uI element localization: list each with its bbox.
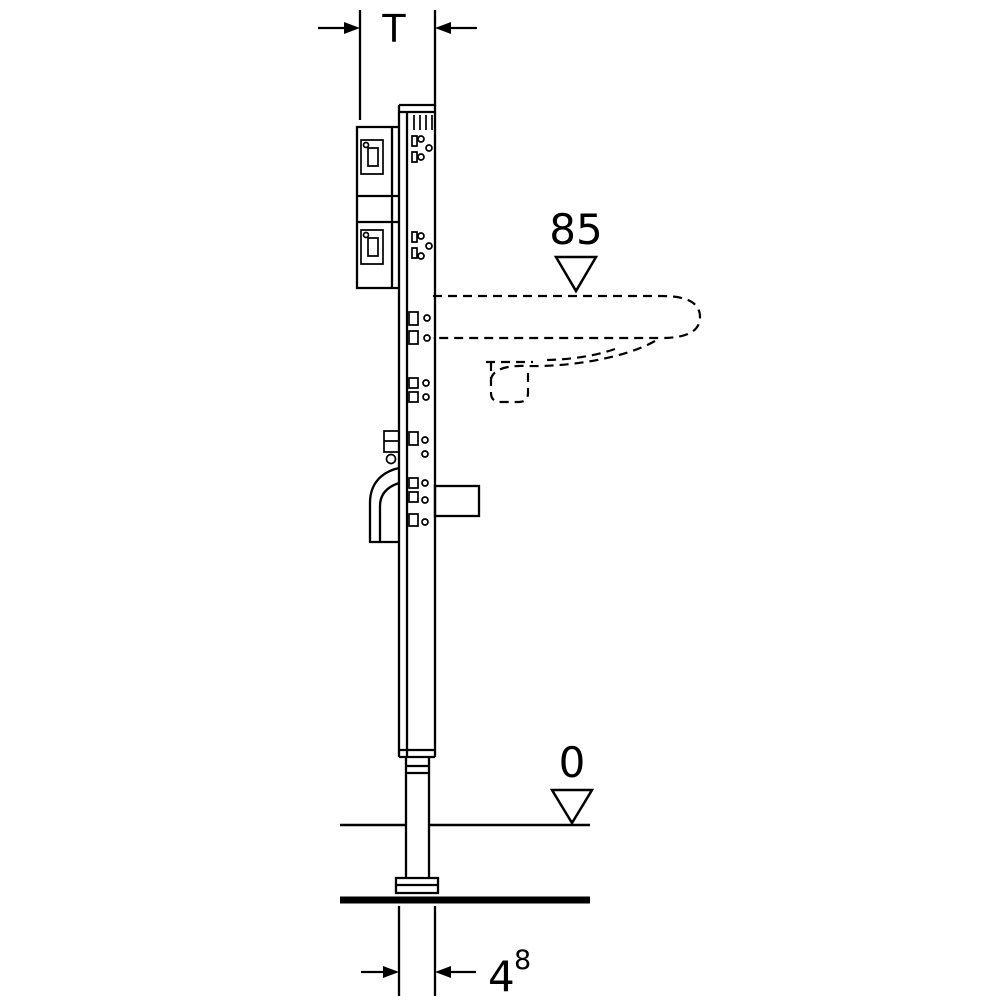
foot-plate bbox=[394, 876, 440, 895]
drain-outlet-stub bbox=[433, 484, 481, 518]
arrowhead-icon bbox=[435, 22, 451, 34]
bottom-dimension-label: 4 bbox=[488, 952, 515, 1000]
basin-trap bbox=[486, 360, 533, 404]
washbasin-outline bbox=[433, 294, 702, 404]
drain-elbow bbox=[368, 430, 481, 544]
bracket-box-lower bbox=[360, 229, 384, 265]
bottom-dimension: 4 8 bbox=[361, 906, 531, 1000]
top-dimension-label: T bbox=[381, 7, 406, 51]
clamp-bolt-icon bbox=[385, 453, 397, 465]
foot-tube bbox=[404, 757, 431, 878]
basin-rim bbox=[433, 294, 702, 340]
rail-top-slots bbox=[413, 115, 433, 130]
foot-assembly bbox=[394, 757, 440, 895]
top-dimension-lines bbox=[318, 10, 477, 120]
top-dimension: T bbox=[318, 7, 477, 120]
bottom-dimension-lines bbox=[361, 906, 476, 996]
elbow-outline bbox=[368, 466, 400, 544]
rail-details-mid bbox=[408, 377, 430, 403]
height-datum-85: 85 bbox=[549, 205, 603, 294]
rail-details-second bbox=[411, 231, 433, 260]
floor-datum-label: 0 bbox=[559, 738, 586, 787]
mounting-rail bbox=[397, 103, 437, 759]
elbow-clamp bbox=[383, 430, 400, 453]
rail-bracket-detail bbox=[421, 450, 429, 458]
arrowhead-icon bbox=[383, 966, 399, 978]
height-datum-label: 85 bbox=[549, 205, 602, 254]
bottom-dimension-superscript: 8 bbox=[514, 945, 531, 976]
basin-bowl-curve bbox=[489, 340, 656, 380]
rail-bracket-detail bbox=[408, 431, 419, 446]
basin-bowl-inner-curve bbox=[542, 347, 616, 362]
rail-fixing-point bbox=[408, 311, 431, 345]
rail-bracket-detail bbox=[421, 436, 429, 444]
bracket-screw-icon bbox=[362, 141, 370, 149]
floor-datum-0: 0 bbox=[549, 738, 595, 826]
bracket-outline bbox=[355, 125, 399, 290]
bracket-box-upper bbox=[360, 139, 384, 175]
mounting-bracket bbox=[355, 125, 399, 290]
datum-triangle-icon bbox=[549, 788, 595, 826]
floor-lines bbox=[340, 823, 590, 904]
rail-details-upper bbox=[411, 135, 433, 163]
datum-triangle-icon bbox=[553, 255, 599, 294]
arrowhead-icon bbox=[435, 966, 451, 978]
bracket-screw-icon bbox=[362, 231, 370, 239]
rail-details-lower bbox=[408, 477, 429, 527]
rail-outline bbox=[397, 103, 437, 759]
arrowhead-icon bbox=[344, 22, 360, 34]
